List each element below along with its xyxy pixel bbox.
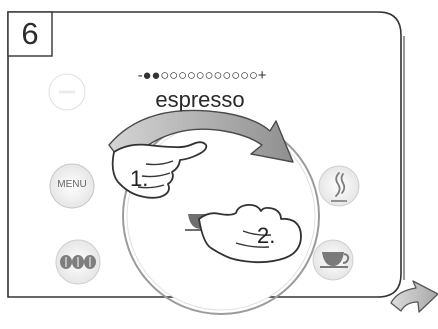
top-left-button[interactable] [49,74,85,110]
steam-button[interactable] [319,166,359,206]
strength-indicator: -●●○○○○○○○○○○○+ [98,67,306,85]
cup-button[interactable] [313,240,353,280]
coffee-beans-icon [60,255,96,269]
menu-button-label: MENU [51,179,93,191]
step-number: 6 [10,14,50,54]
next-page-arrow-icon[interactable] [391,281,438,312]
beans-button[interactable] [56,240,100,284]
product-name: espresso [100,88,300,112]
